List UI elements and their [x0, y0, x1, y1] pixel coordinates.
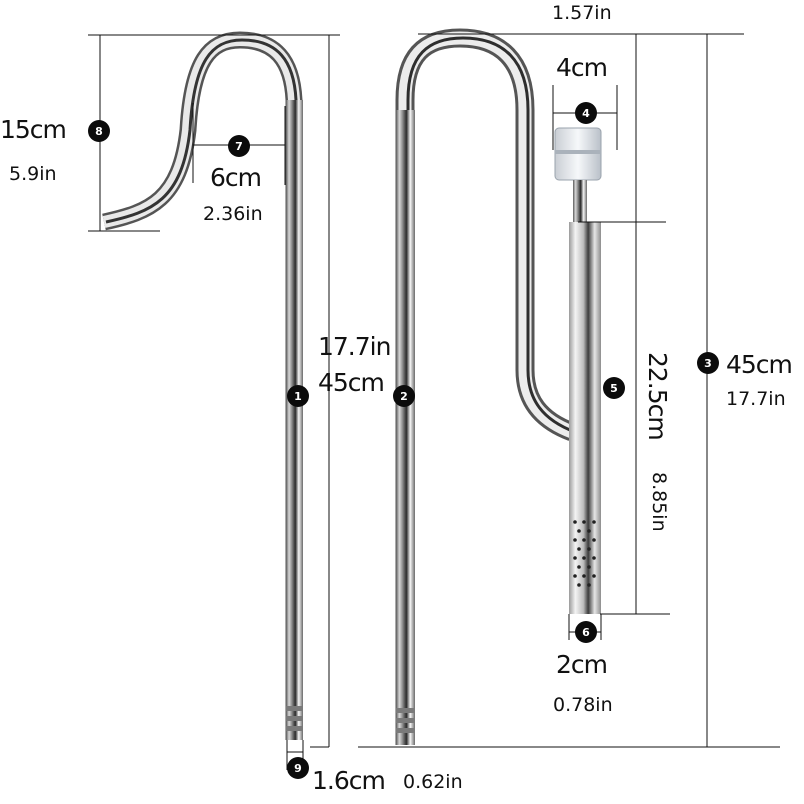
- callout-badge-2: 2: [393, 385, 415, 407]
- dimension-lines: [88, 33, 780, 770]
- pipe-length-cm-label: 45cm: [318, 368, 385, 397]
- top-width-cm-label: 4cm: [556, 53, 608, 82]
- pipe-length-in-label: 17.7in: [318, 332, 391, 361]
- surface-skimmer-strainer: [554, 127, 602, 614]
- tube-diameter-in-label: 0.62in: [403, 771, 463, 793]
- hook-height-in-label: 5.9in: [9, 163, 57, 185]
- strainer-length-cm-label: 22.5cm: [643, 352, 672, 440]
- callout-badge-8: 8: [88, 120, 110, 142]
- callout-badge-9: 9: [287, 757, 309, 779]
- callout-badge-6: 6: [575, 621, 597, 643]
- callout-badge-7: 7: [228, 135, 250, 157]
- strainer-length-in-label: 8.85in: [648, 472, 670, 532]
- total-height-in-label: 17.7in: [726, 388, 786, 410]
- callout-badge-4: 4: [575, 102, 597, 124]
- hook-width-in-label: 2.36in: [203, 203, 263, 225]
- hook-width-cm-label: 6cm: [210, 163, 262, 192]
- callout-badge-1: 1: [287, 385, 309, 407]
- strainer-diameter-cm-label: 2cm: [556, 650, 608, 679]
- tube-diameter-cm-label: 1.6cm: [312, 766, 386, 795]
- top-width-in-label: 1.57in: [552, 2, 612, 24]
- hook-height-cm-label: 15cm: [0, 115, 67, 144]
- strainer-diameter-in-label: 0.78in: [553, 694, 613, 716]
- outflow-pipe: [102, 31, 303, 740]
- total-height-cm-label: 45cm: [726, 350, 793, 379]
- inflow-pipe: [395, 28, 576, 745]
- callout-badge-3: 3: [697, 352, 719, 374]
- callout-badge-5: 5: [603, 377, 625, 399]
